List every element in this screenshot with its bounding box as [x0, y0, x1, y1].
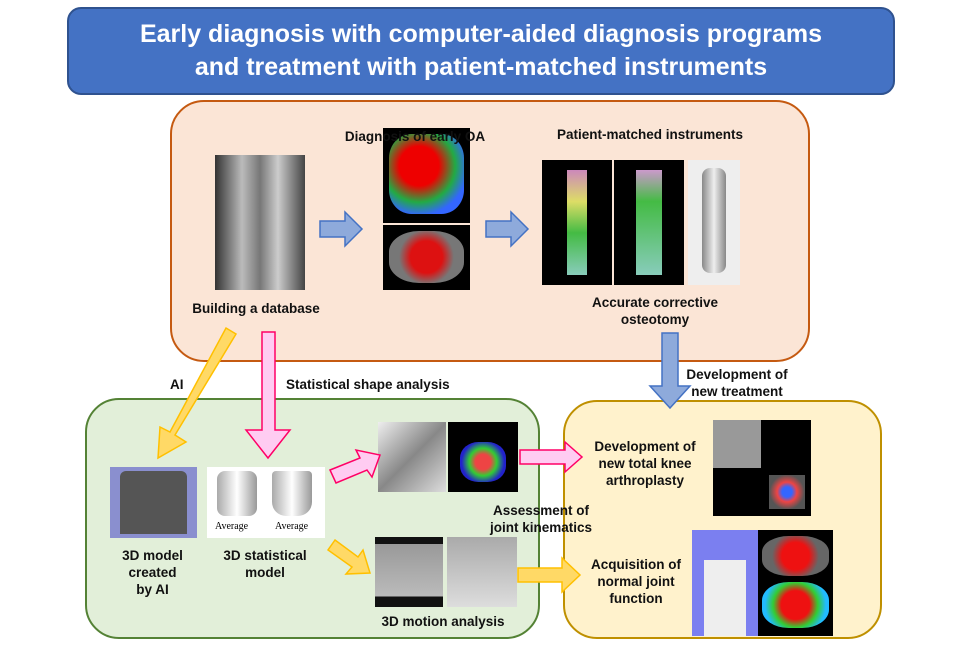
- ssa-label: Statistical shape analysis: [286, 377, 450, 392]
- average-label-1: Average: [215, 521, 249, 532]
- ai-arrow-yellow: [157, 326, 238, 460]
- ai-label: AI: [170, 377, 184, 392]
- tka-image: [713, 420, 811, 516]
- xray-image: [215, 155, 305, 290]
- motion-arrow-yellow: [326, 538, 371, 575]
- tka-arrow-pink: [519, 440, 584, 474]
- right-arrow-blue-1: [319, 210, 364, 248]
- motion-image-2: [447, 537, 517, 607]
- ai-3d-model-image: [110, 467, 197, 538]
- joint-map-image: [758, 530, 833, 636]
- function-arrow-yellow: [517, 556, 582, 594]
- title-banner: Early diagnosis with computer-aided diag…: [67, 7, 895, 95]
- instrument-image-2: [614, 160, 684, 285]
- instrument-image-3: [688, 160, 740, 285]
- right-arrow-blue-2: [485, 210, 530, 248]
- oa-diagnosis-image-bottom: [383, 225, 470, 290]
- motion-analysis-label: 3D motion analysis: [381, 614, 505, 629]
- oa-diagnosis-image-top: [383, 128, 470, 223]
- diagnosis-label: Diagnosis of early OA: [344, 129, 486, 144]
- title-line-1: Early diagnosis with computer-aided diag…: [139, 20, 823, 48]
- instruments-label: Patient-matched instruments: [556, 127, 744, 142]
- knee-xray-image: [378, 422, 446, 492]
- title-line-2: and treatment with patient-matched instr…: [194, 53, 768, 81]
- knee-contact-map-image: [448, 422, 518, 492]
- statistical-model-image: Average Average: [207, 467, 325, 538]
- database-label: Building a database: [192, 301, 320, 316]
- down-arrow-blue: [648, 332, 692, 410]
- ssa-arrow-pink: [244, 331, 292, 460]
- instrument-image-1: [542, 160, 612, 285]
- kinematics-arrow-pink: [328, 448, 382, 484]
- average-label-2: Average: [275, 521, 309, 532]
- joint-function-image: [692, 530, 758, 636]
- motion-image-1: [375, 537, 443, 607]
